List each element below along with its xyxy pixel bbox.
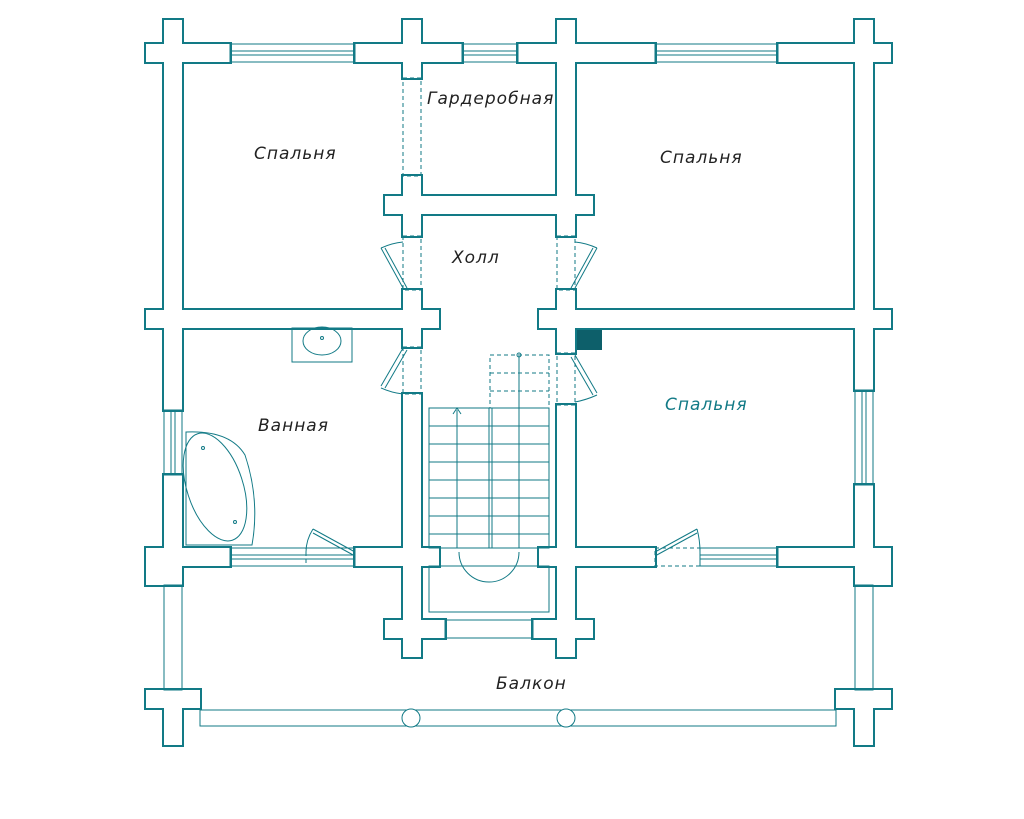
wall-segment [146, 44, 230, 62]
bathtub [182, 431, 256, 546]
wall-segment [146, 690, 200, 708]
wall-segment [557, 20, 575, 236]
ventilation-shaft [577, 330, 602, 350]
wall-segment [385, 196, 593, 214]
room-label-bedroom-top-left: Спальня [254, 144, 337, 164]
wall-segment [836, 690, 891, 708]
wall-segment [355, 548, 439, 566]
room-label-bathroom: Ванная [258, 416, 329, 436]
doors [305, 77, 701, 567]
wall-segment [778, 548, 891, 566]
room-label-bedroom-bottom-right: Спальня [665, 395, 748, 415]
room-label-wardrobe: Гардеробная [427, 89, 554, 109]
windows [163, 43, 874, 727]
wall-segment [855, 20, 873, 390]
staircase [428, 352, 550, 613]
room-label-balcony: Балкон [496, 674, 567, 694]
wall-segment [385, 620, 445, 638]
wall-segment [533, 620, 593, 638]
wall-segment [518, 44, 655, 62]
wall-segment [403, 20, 421, 78]
sink [291, 326, 353, 363]
wall-segment [855, 566, 891, 585]
balcony-posts [401, 708, 576, 728]
wall-segment [146, 548, 230, 566]
wall-segment [539, 548, 655, 566]
wall-segment [146, 566, 182, 585]
wall-segment [164, 20, 182, 410]
wall-segment [403, 394, 421, 657]
wall-segment [539, 310, 891, 328]
wall-segment [778, 44, 891, 62]
walls [146, 20, 891, 745]
room-label-hall: Холл [451, 248, 500, 268]
room-label-bedroom-top-right: Спальня [660, 148, 743, 168]
wall-segment [146, 310, 439, 328]
wall-segment [557, 405, 575, 657]
